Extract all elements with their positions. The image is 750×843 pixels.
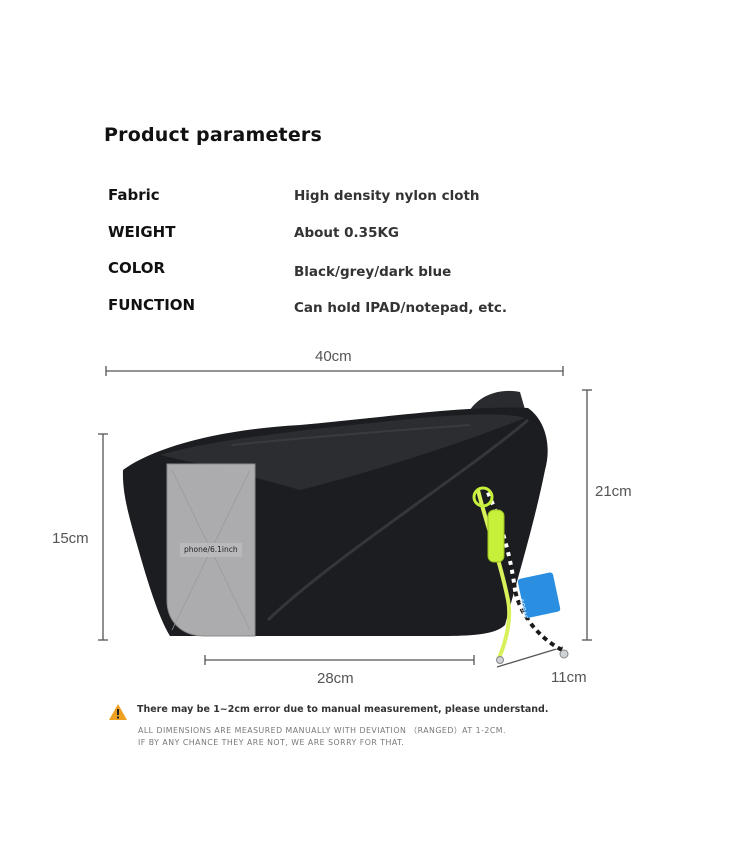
lanyard-sleeve: [487, 509, 505, 563]
warning-icon: [109, 704, 127, 720]
bag-seam: [266, 418, 529, 622]
disclaimer-note: ALL DIMENSIONS ARE MEASURED MANUALLY WIT…: [138, 725, 506, 749]
phone-label: phone/6.1inch: [184, 545, 238, 554]
param-value-color: Black/grey/dark blue: [294, 264, 452, 280]
dim-height-right: 21cm: [595, 483, 632, 500]
phone-overlay: [166, 463, 256, 637]
error-note: There may be 1~2cm error due to manual m…: [137, 704, 549, 715]
lanyard-ring: [472, 486, 494, 508]
lanyard-cord: [476, 489, 512, 661]
disclaimer-line-2: IF BY ANY CHANCE THEY ARE NOT, WE ARE SO…: [138, 738, 405, 747]
zipper-line: [231, 424, 471, 446]
param-label-color: COLOR: [108, 259, 166, 277]
disclaimer-line-1: ALL DIMENSIONS ARE MEASURED MANUALLY WIT…: [138, 726, 506, 735]
param-label-weight: WEIGHT: [108, 223, 176, 241]
param-label-fabric: Fabric: [108, 186, 160, 204]
param-value-function: Can hold IPAD/notepad, etc.: [294, 300, 507, 316]
brand-tag: [517, 572, 561, 618]
dim-bottom-width: 28cm: [317, 670, 354, 687]
param-label-function: FUNCTION: [108, 296, 196, 314]
dim-top-width: 40cm: [315, 348, 352, 365]
dim-depth: 11cm: [551, 669, 587, 686]
page-title: Product parameters: [104, 124, 322, 146]
depth-line: [496, 646, 564, 668]
param-value-fabric: High density nylon cloth: [294, 188, 480, 204]
param-value-weight: About 0.35KG: [294, 225, 400, 241]
dim-height-left: 15cm: [52, 530, 89, 547]
